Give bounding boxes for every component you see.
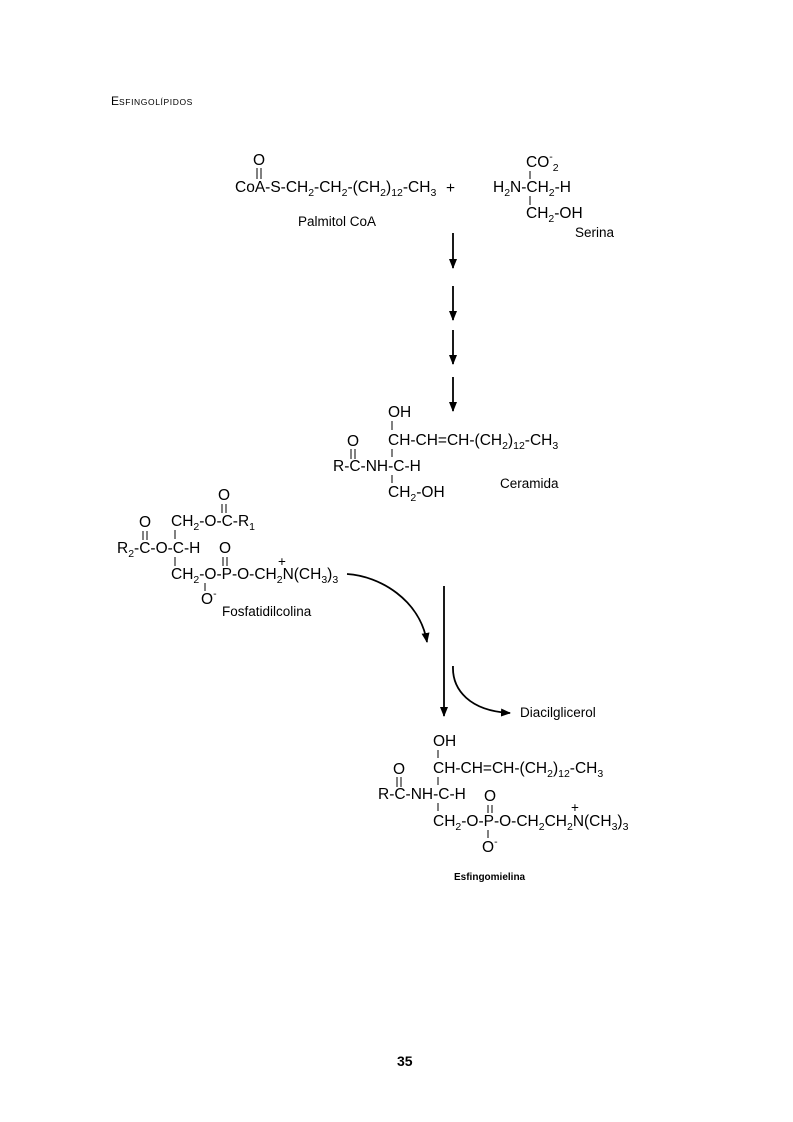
serine-hydroxymethyl: CH2-OH (526, 205, 583, 225)
phosphatidylcholine-structure: O CH2-O-C-R1 O R2-C-O-C-H O + CH2-O-P-O-… (117, 487, 338, 619)
sm-carbonyl-o: O (393, 761, 405, 778)
diacylglycerol-release-arrow (452, 665, 511, 717)
ceramide-structure: OH CH-CH=CH-(CH2)12-CH3 O R-C-NH-C-H CH2… (333, 404, 559, 504)
pc-row-2: R2-C-O-C-H (117, 540, 200, 560)
page-title: ESFINGOLÍPIDOS (111, 94, 193, 108)
sm-hydroxyl: OH (433, 733, 456, 750)
serine-amino-row: H2N-CH2-H (493, 179, 571, 199)
ceramide-label: Ceramida (500, 476, 559, 491)
ceramide-carbonyl-o: O (347, 433, 359, 450)
ceramide-hydroxyl: OH (388, 404, 411, 421)
palmitoyl-coa-formula: CoA-S-CH2-CH2-(CH2)12-CH3 (235, 179, 436, 199)
sm-phosphate-o: O (484, 788, 496, 805)
phosphatidylcholine-label: Fosfatidilcolina (222, 604, 312, 619)
palmitoyl-coa-structure: O CoA-S-CH2-CH2-(CH2)12-CH3 Palmitol CoA (235, 152, 436, 229)
plus-sign: + (446, 180, 455, 197)
pc-plus-charge: + (278, 554, 286, 569)
serine-label: Serina (575, 225, 615, 240)
sm-chain: CH-CH=CH-(CH2)12-CH3 (433, 760, 603, 780)
pc-ester-o-1: O (218, 487, 230, 504)
pc-row-3: CH2-O-P-O-CH2N(CH3)3 (171, 566, 338, 586)
serine-carboxylate: CO-2 (526, 151, 559, 174)
sm-plus-charge: + (571, 800, 579, 815)
page-number: 35 (397, 1053, 413, 1069)
palmitoyl-coa-label: Palmitol CoA (298, 214, 376, 229)
ceramide-chain: CH-CH=CH-(CH2)12-CH3 (388, 432, 558, 452)
sm-row-3: CH2-O-P-O-CH2CH2N(CH3)3 (433, 813, 629, 833)
pc-row-1: CH2-O-C-R1 (171, 513, 255, 533)
ceramide-hydroxymethyl: CH2-OH (388, 484, 445, 504)
sm-amide-row: R-C-NH-C-H (378, 786, 466, 803)
palmitoyl-coa-carbonyl-o: O (253, 152, 265, 169)
ceramide-amide-row: R-C-NH-C-H (333, 458, 421, 475)
pc-phosphate-o-minus: O- (201, 588, 217, 608)
serine-structure: CO-2 H2N-CH2-H CH2-OH Serina (493, 151, 615, 240)
phosphocholine-transfer-arrow (346, 573, 430, 643)
pc-ester-o-2: O (139, 514, 151, 531)
pc-phosphate-o: O (219, 540, 231, 557)
sm-phosphate-o-minus: O- (482, 836, 498, 856)
sphingomyelin-structure: OH CH-CH=CH-(CH2)12-CH3 O R-C-NH-C-H O +… (378, 733, 629, 883)
sphingomyelin-label: Esfingomielina (454, 872, 526, 883)
diacylglycerol-label: Diacilglicerol (520, 705, 596, 720)
